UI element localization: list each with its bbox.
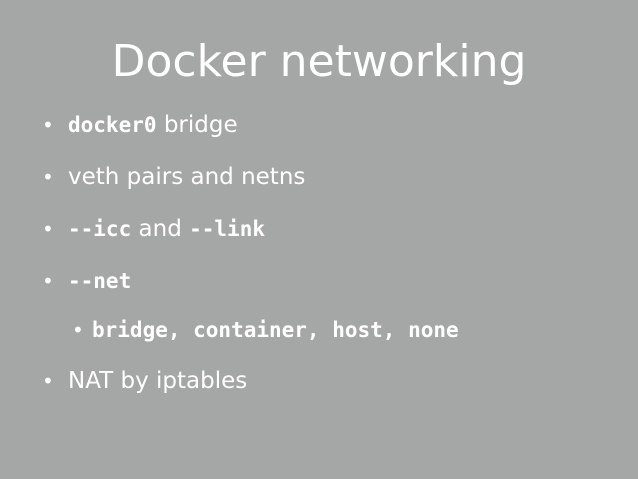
bullet-item-nat: • NAT by iptables xyxy=(42,366,247,396)
bullet-icon: • xyxy=(42,113,54,137)
bullet-item-net: • --net xyxy=(42,266,131,296)
bullet-item-docker0: • docker0 bridge xyxy=(42,110,238,140)
bullet-icon: • xyxy=(42,165,54,189)
slide-title: Docker networking xyxy=(111,36,527,87)
bullet-icon: • xyxy=(42,269,54,293)
bullet-text: NAT by iptables xyxy=(68,368,248,394)
bullet-code: --net xyxy=(68,269,132,293)
bullet-icon: • xyxy=(42,217,54,241)
bullet-text: and xyxy=(131,216,190,242)
bullet-code: bridge, container, host, none xyxy=(92,318,459,342)
bullet-icon: • xyxy=(72,318,84,342)
bullet-text: bridge xyxy=(156,112,238,138)
bullet-text: veth pairs and netns xyxy=(68,164,306,190)
bullet-item-veth: • veth pairs and netns xyxy=(42,162,305,192)
bullet-code: docker0 xyxy=(68,113,157,137)
bullet-code: --link xyxy=(189,217,265,241)
bullet-item-icc-link: • --icc and --link xyxy=(42,214,265,244)
sub-bullet-item-net-modes: • bridge, container, host, none xyxy=(72,315,459,345)
bullet-icon: • xyxy=(42,369,54,393)
bullet-code: --icc xyxy=(68,217,132,241)
